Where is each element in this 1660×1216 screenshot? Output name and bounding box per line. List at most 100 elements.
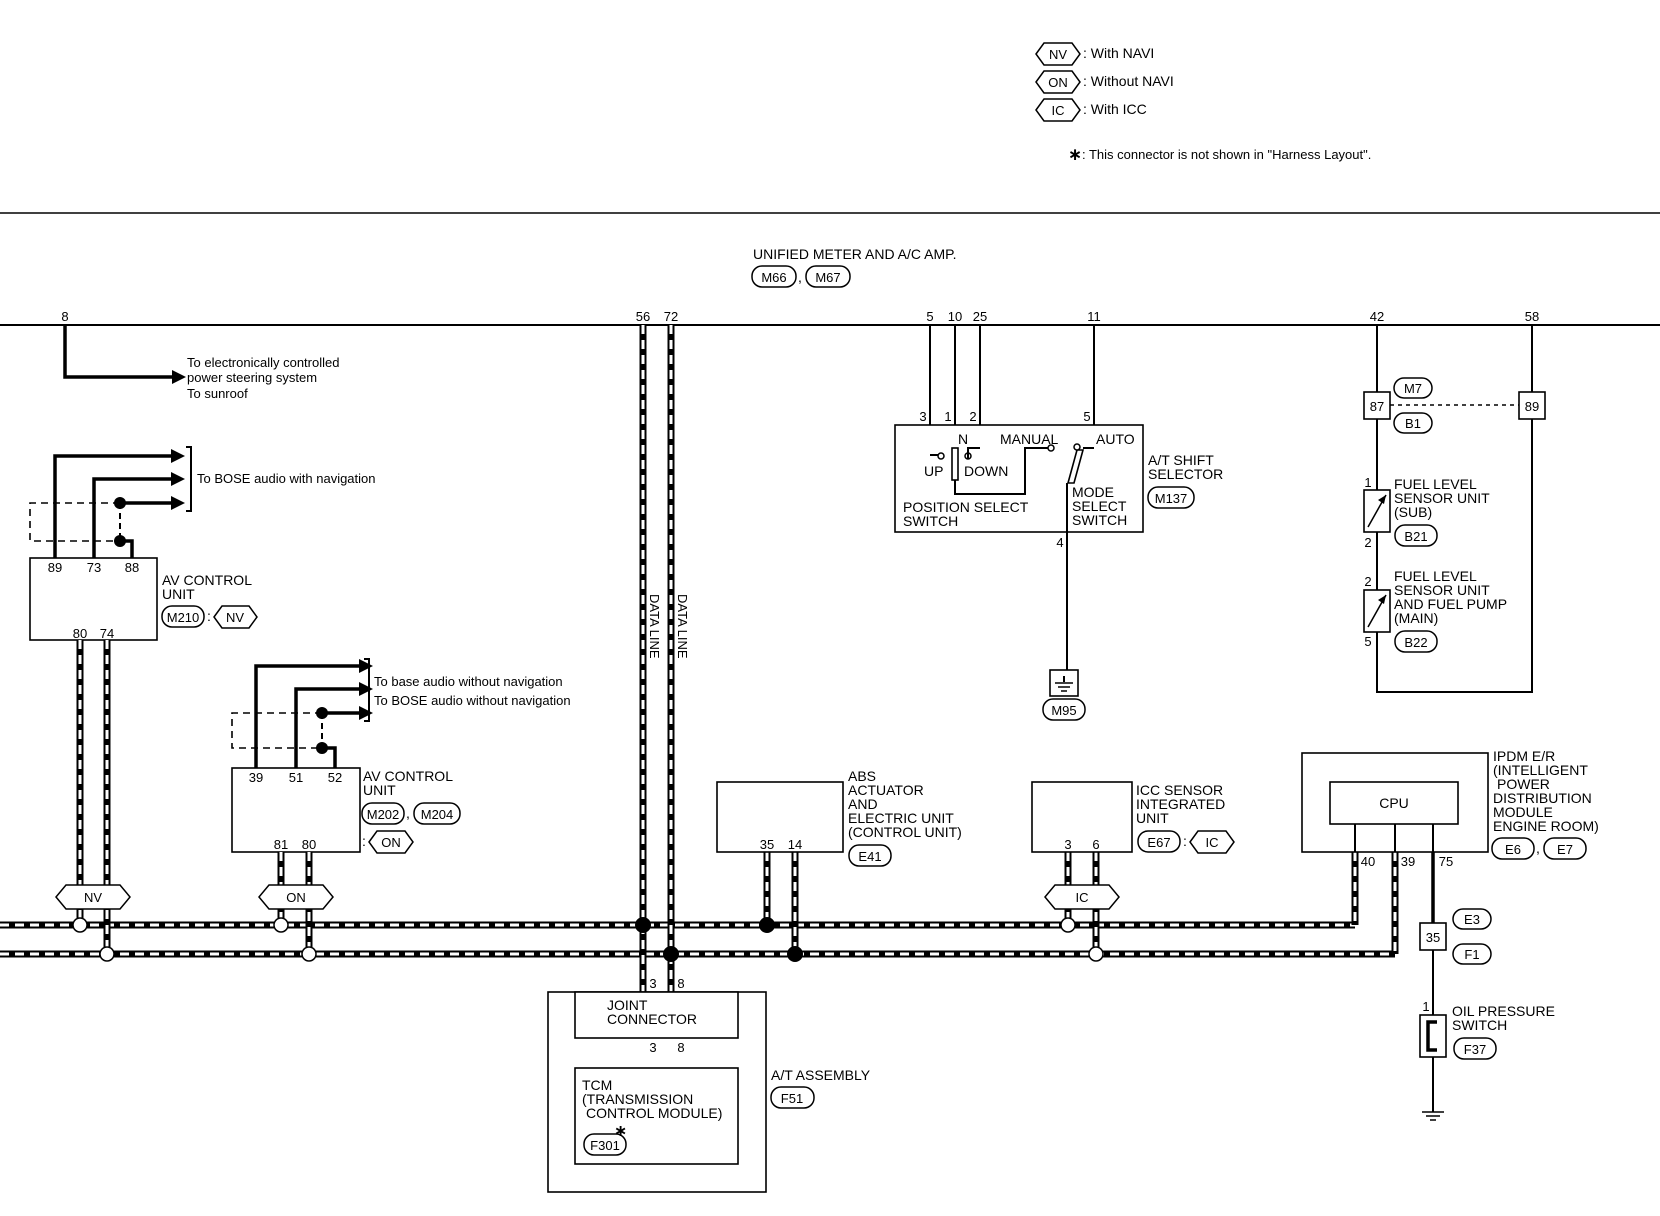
icc-tag: IC [1206,835,1219,850]
av-control-unit-nav: To BOSE audio with navigation 89 73 88 8… [29,446,376,641]
abs-name-3: AND [848,796,878,812]
fuel-sub-pin-1: 1 [1364,475,1371,490]
shift-name-2: SELECTOR [1148,466,1223,482]
meter-title: UNIFIED METER AND A/C AMP. [753,246,957,262]
tcm-connector: F301 [590,1138,620,1153]
fuel-main-name-2: SENSOR UNIT [1394,582,1490,598]
ipdm-cpu-box [1329,781,1459,825]
ipdm-connector-2: E7 [1557,842,1573,857]
steering-note-line-3: To sunroof [187,386,248,401]
oil-connector-top: E3 [1464,912,1480,927]
ground-connector: M95 [1051,703,1076,718]
ipdm-name-1: IPDM E/R [1493,748,1555,764]
av-nav-pin-88: 88 [125,560,139,575]
position-switch-2: SWITCH [903,513,958,529]
fuel-sub-pin-2: 2 [1364,535,1371,550]
shift-selector-box [894,424,1144,533]
ipdm-name-3: POWER [1497,776,1550,792]
shift-name-1: A/T SHIFT [1148,452,1214,468]
at-assembly-connector: F51 [781,1091,803,1106]
legend-text-on: : Without NAVI [1083,73,1174,89]
legend-item-nv: NV : With NAVI [1035,42,1154,66]
ipdm-name-6: ENGINE ROOM) [1493,818,1599,834]
shift-connector: M137 [1155,491,1188,506]
meter-pin-72: 72 [664,309,678,324]
at-assembly-name: A/T ASSEMBLY [771,1067,871,1083]
icc-pin-6: 6 [1092,837,1099,852]
abs-unit: 35 14 ABS ACTUATOR AND ELECTRIC UNIT (CO… [716,768,962,867]
av-base-box [231,767,361,853]
meter-connector-m67: M67 [815,270,840,285]
meter-connector-m67-pill [805,265,851,288]
bus-tag-nv: NV [84,890,102,905]
ipdm-cpu: CPU [1379,795,1409,811]
meter-pin-11: 11 [1087,309,1101,324]
fuel-sub-name-3: (SUB) [1394,504,1432,520]
base-audio-note-2: To BOSE audio without navigation [374,693,571,708]
abs-name-1: ABS [848,768,876,784]
ipdm-name-5: MODULE [1493,804,1553,820]
av-base-pin-39: 39 [249,770,263,785]
meter-pin-42: 42 [1370,309,1384,324]
legend-text-nv: : With NAVI [1083,45,1154,61]
legend-note-symbol: ∗ [1068,145,1082,164]
legend-item-on: ON : Without NAVI [1035,70,1174,94]
oil-connector: F37 [1464,1042,1486,1057]
av-nav-pin-73: 73 [87,560,101,575]
av-base-tag: ON [381,835,401,850]
legend-item-ic: IC : With ICC [1035,98,1147,122]
meter-pin-8: 8 [61,309,68,324]
icc-pin-3: 3 [1064,837,1071,852]
data-line-label-2: DATA LINE [675,594,690,659]
av-base-pin-51: 51 [289,770,303,785]
icc-name-1: ICC SENSOR [1136,782,1223,798]
mode-switch-1: MODE [1072,484,1114,500]
av-nav-box [29,557,158,641]
oil-pin-35: 35 [1426,930,1440,945]
bose-nav-note: To BOSE audio with navigation [197,471,376,486]
fuel-pin-87: 87 [1370,399,1384,414]
av-nav-tag: NV [226,610,244,625]
ipdm-pin-75: 75 [1439,854,1453,869]
shift-label-n: N [958,431,968,447]
av-base-pin-81: 81 [274,837,288,852]
icc-name-2: INTEGRATED [1136,796,1225,812]
abs-connector: E41 [858,849,881,864]
oil-name-1: OIL PRESSURE [1452,1003,1555,1019]
mode-switch-2: SELECT [1072,498,1127,514]
fuel-main-pin-2: 2 [1364,574,1371,589]
abs-pin-35: 35 [760,837,774,852]
shift-pin-4: 4 [1056,535,1063,550]
icc-colon: : [1183,833,1187,849]
fuel-main-name-3: AND FUEL PUMP [1394,596,1507,612]
av-nav-pin-74: 74 [100,626,114,641]
fuel-sub-connector: B21 [1404,529,1427,544]
can-bus: NV ON IC DATA LINE DATA LINE [0,325,1399,1068]
av-nav-pin-89: 89 [48,560,62,575]
ipdm-pin-40: 40 [1361,854,1375,869]
meter-pin-10: 10 [948,309,962,324]
meter-pin-56: 56 [636,309,650,324]
ipdm-er: CPU 40 39 75 IPDM E/R (INTELLIGENT POWER… [1301,748,1599,869]
joint-name-1: JOINT [607,997,648,1013]
oil-connector-bottom: F1 [1464,947,1479,962]
av-nav-name-2: UNIT [162,586,195,602]
joint-name-2: CONNECTOR [607,1011,697,1027]
abs-name-2: ACTUATOR [848,782,924,798]
ipdm-connector-1: E6 [1505,842,1521,857]
data-line-label-1: DATA LINE [647,594,662,659]
bus-tag-on: ON [286,890,306,905]
legend-text-ic: : With ICC [1083,101,1147,117]
fuel-sub-name-1: FUEL LEVEL [1394,476,1477,492]
oil-pressure-circuit: 35 E3 F1 1 OIL PRESSURE SWITCH F37 [1419,852,1555,1121]
av-nav-pin-80: 80 [73,626,87,641]
shift-pin-3: 3 [919,409,926,424]
shift-label-down: DOWN [964,463,1008,479]
ipdm-name-2: (INTELLIGENT [1493,762,1588,778]
av-base-name-1: AV CONTROL [363,768,453,784]
abs-name-4: ELECTRIC UNIT [848,810,954,826]
av-base-pin-80: 80 [302,837,316,852]
steering-note-line-2: power steering system [187,370,317,385]
icc-box [1031,781,1133,853]
